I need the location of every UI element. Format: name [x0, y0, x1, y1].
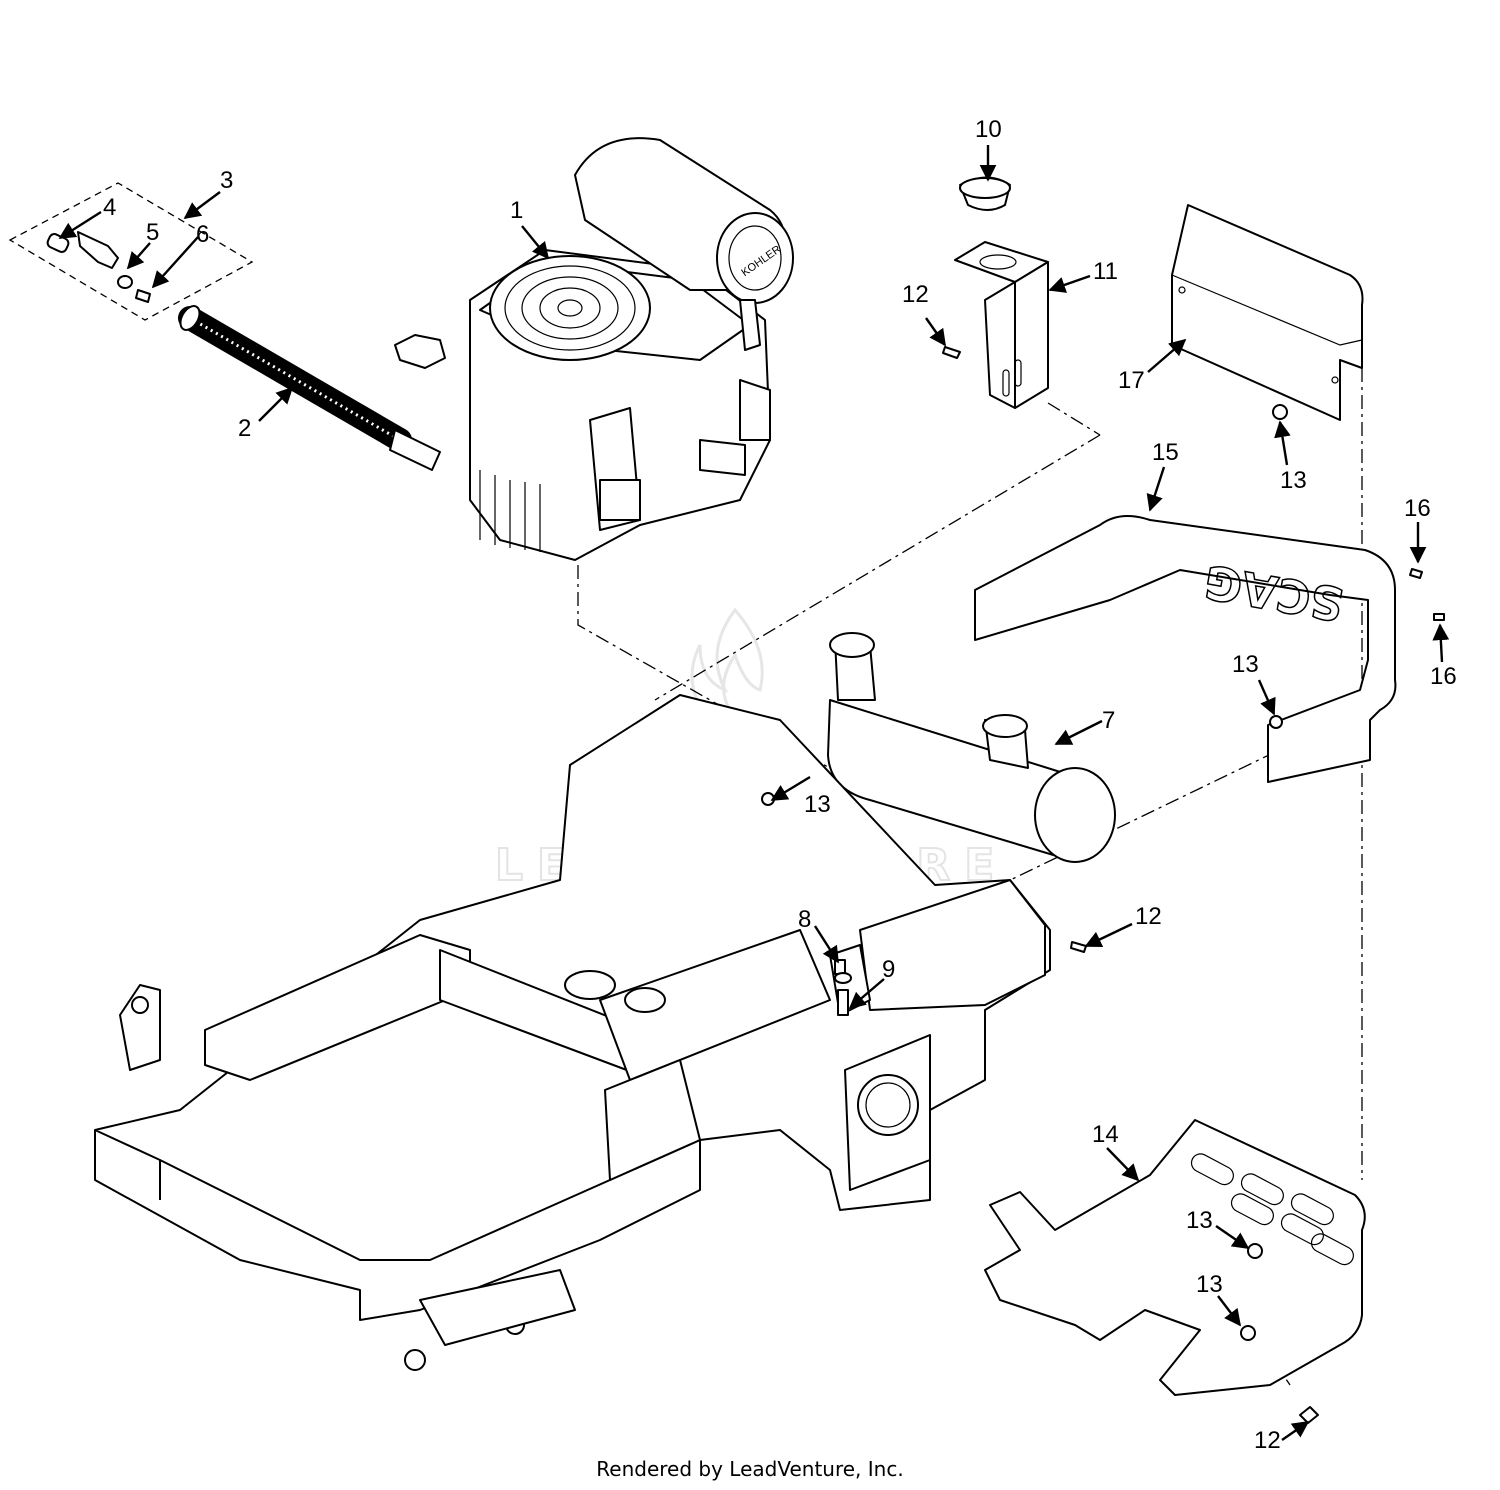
- callout-13-skid-nut-upper: 13: [1186, 1207, 1213, 1234]
- callout-2: 2: [238, 415, 251, 442]
- callout-13-plate-nut: 13: [1280, 467, 1307, 494]
- skid-plate: [984, 1119, 1366, 1396]
- callout-10: 10: [975, 116, 1002, 143]
- fuel-hose: [178, 305, 441, 471]
- callout-1: 1: [510, 197, 523, 224]
- muffler-bracket: [954, 176, 1049, 409]
- engine-assembly: KOHLER: [394, 137, 794, 561]
- callout-16-lower: 16: [1430, 663, 1457, 690]
- callout-13-frame-nut: 13: [804, 791, 831, 818]
- mower-frame: [94, 694, 1051, 1371]
- callout-14: 14: [1092, 1121, 1119, 1148]
- callout-9: 9: [882, 956, 895, 983]
- callout-15: 15: [1152, 439, 1179, 466]
- callout-17: 17: [1118, 367, 1145, 394]
- muffler: [827, 632, 1116, 863]
- callout-16-upper: 16: [1404, 495, 1431, 522]
- callout-6: 6: [196, 221, 209, 248]
- callout-12-skid-bolt: 12: [1254, 1427, 1281, 1454]
- callout-13-skid-nut-lower: 13: [1196, 1271, 1223, 1298]
- callout-11: 11: [1093, 258, 1118, 285]
- callout-labels: 1 2 3 4 5 6 7 8 9 10 11 12 12 12 13 13 1…: [103, 116, 1457, 1454]
- callout-13-guard-nut: 13: [1232, 651, 1259, 678]
- callout-12-frame-bolt: 12: [1135, 903, 1162, 930]
- callout-leaders: [58, 145, 1450, 1441]
- rear-guard: SCAG: [974, 515, 1397, 783]
- footer-credit: Rendered by LeadVenture, Inc.: [596, 1457, 904, 1481]
- callout-3: 3: [220, 167, 233, 194]
- alignment-lines: [577, 368, 1363, 1386]
- callout-7: 7: [1102, 707, 1115, 734]
- fitting-kit: [8, 182, 254, 321]
- callout-12-bracket-bolt: 12: [902, 281, 929, 308]
- callout-8: 8: [798, 906, 811, 933]
- hardware: [761, 346, 1445, 1424]
- heat-shield-plate: [1171, 204, 1364, 421]
- callout-5: 5: [146, 219, 159, 246]
- callout-4: 4: [103, 194, 116, 221]
